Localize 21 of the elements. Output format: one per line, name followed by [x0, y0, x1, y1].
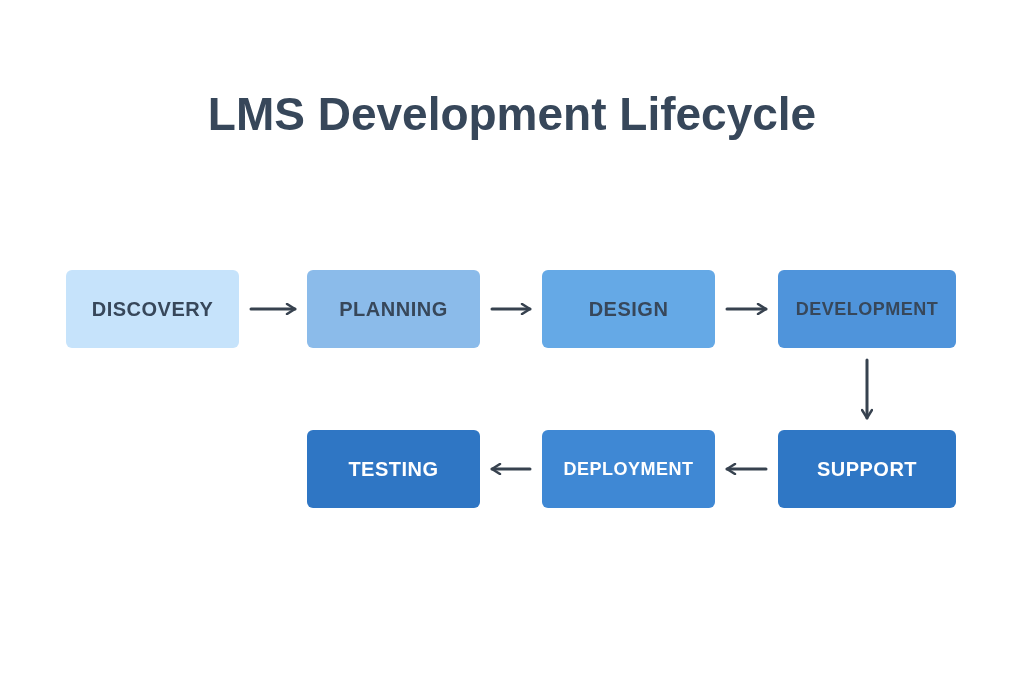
- arrow: [725, 462, 768, 476]
- process-box: [778, 430, 956, 508]
- step-label: TESTING: [348, 457, 439, 482]
- process-box: [778, 270, 956, 348]
- process-box: [307, 270, 480, 348]
- arrow: [860, 358, 874, 420]
- process-box: [66, 270, 239, 348]
- step-label: DISCOVERY: [91, 297, 214, 322]
- step-label: DEVELOPMENT: [795, 297, 939, 321]
- diagram-title: LMS Development Lifecycle: [207, 87, 817, 142]
- arrow: [249, 302, 297, 316]
- process-box: [307, 430, 480, 508]
- arrow: [490, 302, 532, 316]
- step-label: PLANNING: [339, 297, 448, 322]
- step-label: DEPLOYMENT: [563, 457, 694, 481]
- arrow: [490, 462, 532, 476]
- step-label: SUPPORT: [816, 457, 918, 482]
- arrow: [725, 302, 768, 316]
- process-box: [542, 430, 715, 508]
- process-box: [542, 270, 715, 348]
- step-label: DESIGN: [588, 297, 669, 322]
